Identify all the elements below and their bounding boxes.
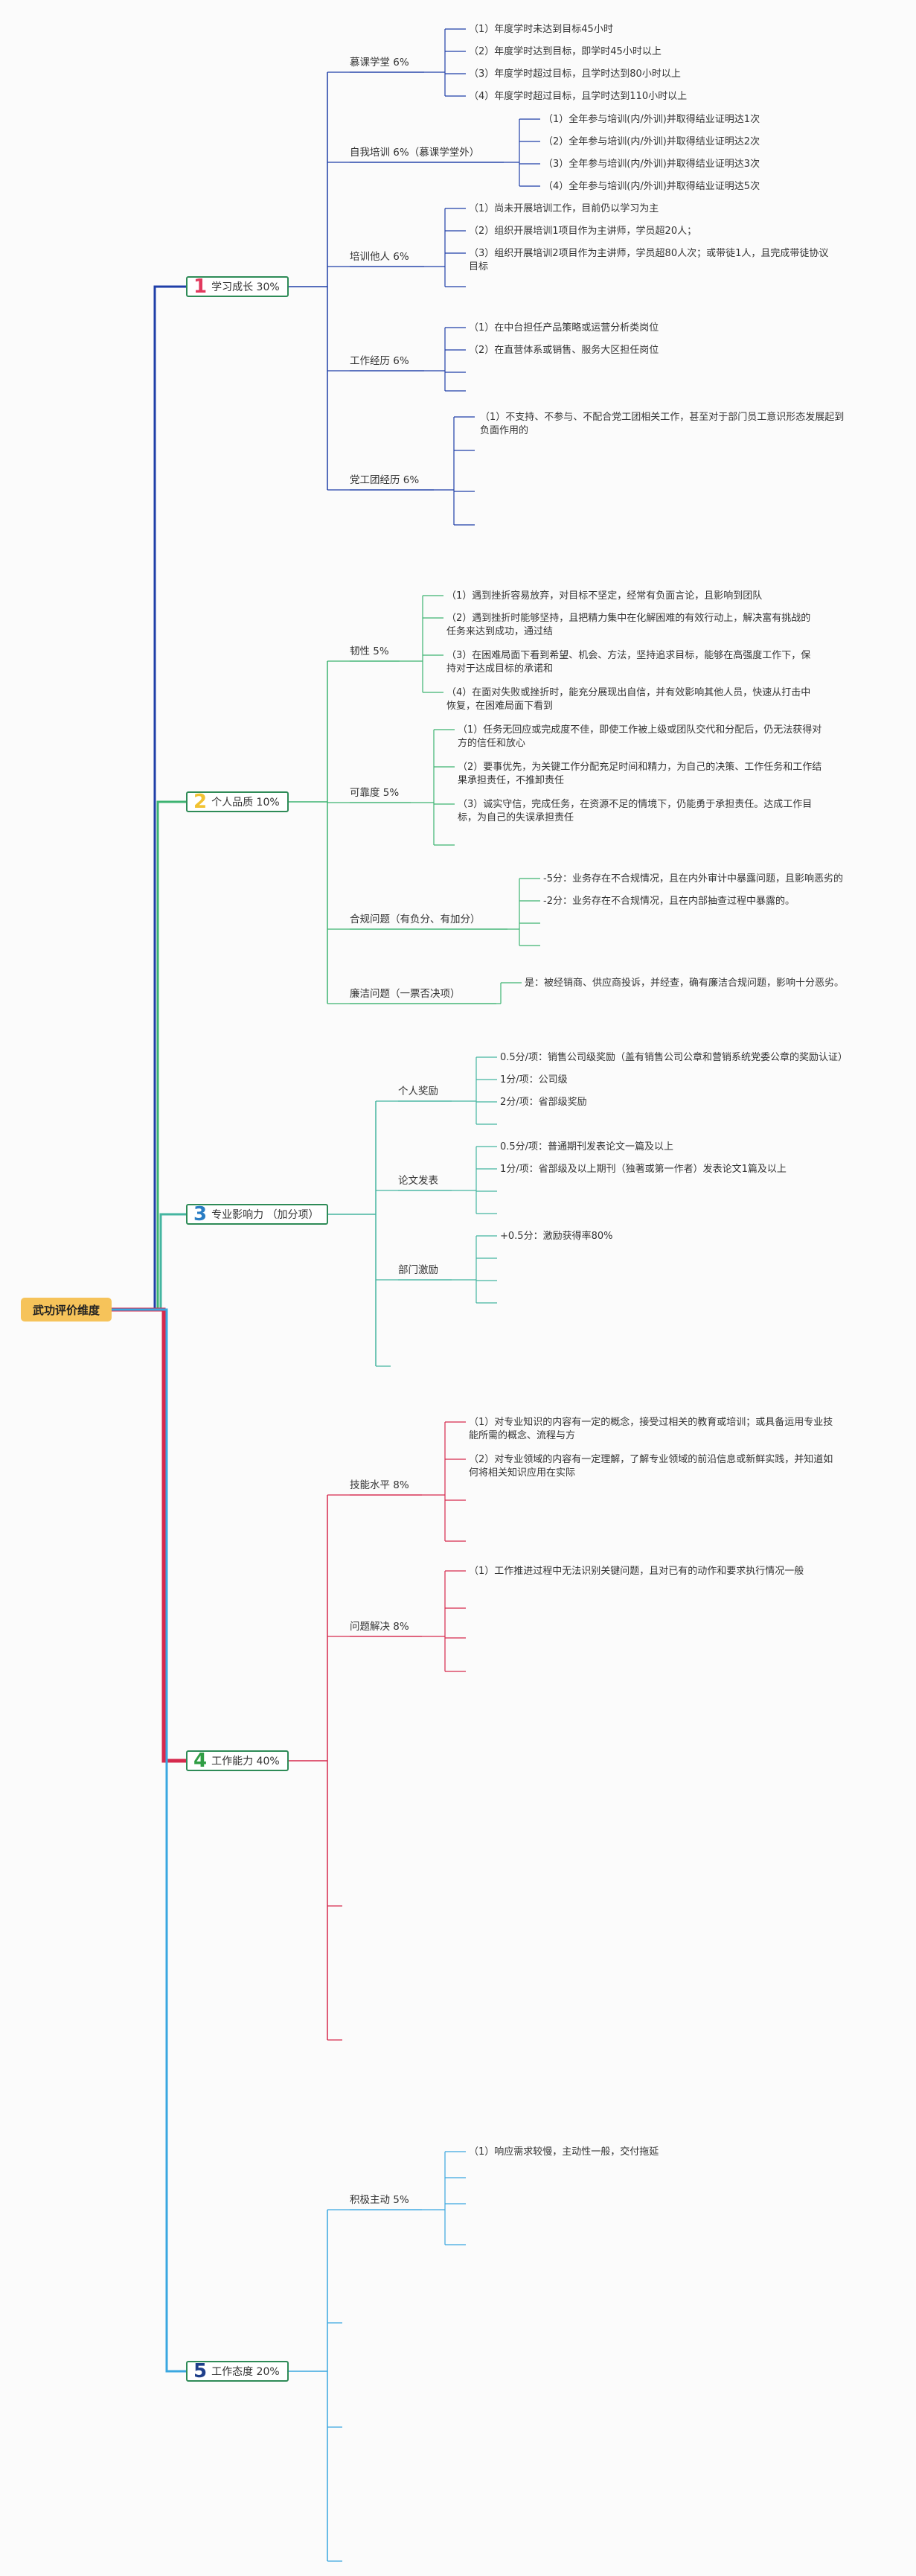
branch-work-ability[interactable]: 4 工作能力 40% [186, 1750, 289, 1771]
leaf: （1）不支持、不参与、不配合党工团相关工作，甚至对于部门员工意识形态发展起到负面… [480, 412, 845, 436]
leaf: （2）要事优先，为关键工作分配充足时间和精力，为自己的决策、工作任务和工作结果承… [458, 762, 822, 786]
leaf: 是：被经销商、供应商投诉，并经查，确有廉洁合规问题，影响十分恶劣。 [525, 978, 845, 989]
branch-number: 2 [193, 791, 208, 813]
leaf: 1分/项：公司级 [500, 1074, 568, 1085]
sub-reliability[interactable]: 可靠度 5% [350, 787, 400, 799]
leaf: （4）年度学时超过目标，且学时达到110小时以上 [469, 91, 688, 102]
leaf: （1）年度学时未达到目标45小时 [469, 24, 613, 35]
sub-party-experience[interactable]: 党工团经历 6% [350, 474, 420, 486]
branch-professional-influence[interactable]: 3 专业影响力 （加分项） [186, 1204, 328, 1225]
sub-paper-publication[interactable]: 论文发表 [398, 1175, 438, 1187]
connector [112, 800, 186, 1311]
branch-label: 学习成长 30% [211, 281, 280, 293]
sub-mooc[interactable]: 慕课学堂 6% [350, 57, 409, 68]
branch-label: 工作能力 40% [211, 1756, 280, 1767]
leaf: （1）任务无回应或完成度不佳，即使工作被上级或团队交代和分配后，仍无法获得对方的… [458, 724, 822, 749]
connector [112, 1308, 186, 2373]
branch-work-attitude[interactable]: 5 工作态度 20% [186, 2361, 289, 2382]
sub-compliance[interactable]: 合规问题（有负分、有加分） [350, 914, 481, 925]
leaf: （3）年度学时超过目标，且学时达到80小时以上 [469, 68, 681, 80]
leaf: （3）在困难局面下看到希望、机会、方法，坚持追求目标，能够在高强度工作下，保持对… [446, 650, 811, 675]
sub-proactiveness[interactable]: 积极主动 5% [350, 2194, 409, 2206]
leaf: （1）尚未开展培训工作，目前仍以学习为主 [469, 203, 659, 214]
leaf: 2分/项：省部级奖励 [500, 1097, 587, 1108]
leaf: （3）组织开展培训2项目作为主讲师，学员超80人次；或带徒1人，且完成带徒协议目… [469, 248, 829, 272]
leaf: （1）在中台担任产品策略或运营分析类岗位 [469, 322, 659, 334]
sub-department-incentive[interactable]: 部门激励 [398, 1264, 438, 1276]
sub-resilience[interactable]: 韧性 5% [350, 645, 389, 657]
leaf: （1）响应需求较慢，主动性一般，交付拖延 [469, 2146, 659, 2158]
branch-label: 专业影响力 （加分项） [211, 1209, 319, 1221]
sub-train-others[interactable]: 培训他人 6% [350, 251, 409, 263]
branch-number: 1 [193, 275, 208, 298]
connector [112, 1307, 186, 1763]
leaf: （2）遇到挫折时能够坚持，且把精力集中在化解困难的有效行动上，解决富有挑战的任务… [446, 613, 811, 637]
sub-skill-level[interactable]: 技能水平 8% [350, 1479, 409, 1491]
connector [112, 285, 186, 1311]
leaf: （2）组织开展培训1项目作为主讲师，学员超20人； [469, 226, 697, 237]
leaf: （2）全年参与培训(内/外训)并取得结业证明达2次 [543, 136, 760, 147]
leaf: （1）工作推进过程中无法识别关键问题，且对已有的动作和要求执行情况一般 [469, 1566, 804, 1577]
sub-personal-award[interactable]: 个人奖励 [398, 1085, 438, 1097]
leaf: 0.5分/项：销售公司级奖励（盖有销售公司公章和营销系统党委公章的奖励认证） [500, 1052, 848, 1063]
leaf: （4）在面对失败或挫折时，能充分展现出自信，并有效影响其他人员，快速从打击中恢复… [446, 687, 811, 712]
sub-problem-solving[interactable]: 问题解决 8% [350, 1621, 409, 1633]
branch-number: 5 [193, 2360, 208, 2382]
connector [112, 1213, 186, 1311]
leaf: 1分/项：省部级及以上期刊（独著或第一作者）发表论文1篇及以上 [500, 1164, 787, 1175]
leaf: （4）全年参与培训(内/外训)并取得结业证明达5次 [543, 181, 760, 192]
leaf: （1）对专业知识的内容有一定的概念，接受过相关的教育或培训；或具备运用专业技能所… [469, 1417, 833, 1441]
leaf: （3）全年参与培训(内/外训)并取得结业证明达3次 [543, 159, 760, 170]
sub-work-experience[interactable]: 工作经历 6% [350, 355, 409, 367]
leaf: （1）遇到挫折容易放弃，对目标不坚定，经常有负面言论，且影响到团队 [446, 590, 763, 602]
leaf: +0.5分：激励获得率80% [500, 1231, 613, 1242]
branch-personal-quality[interactable]: 2 个人品质 10% [186, 791, 289, 812]
leaf: -2分：业务存在不合规情况，且在内部抽查过程中暴露的。 [543, 896, 795, 907]
root-node[interactable]: 武功评价维度 [21, 1298, 112, 1322]
sub-integrity[interactable]: 廉洁问题（一票否决项） [350, 988, 461, 1000]
branch-label: 工作态度 20% [211, 2366, 280, 2378]
leaf: （2）年度学时达到目标，即学时45小时以上 [469, 46, 662, 57]
leaf: （2）对专业领域的内容有一定理解，了解专业领域的前沿信息或新鲜实践，并知道如何将… [469, 1454, 833, 1479]
branch-number: 4 [193, 1750, 208, 1772]
sub-self-training[interactable]: 自我培训 6%（慕课学堂外） [350, 147, 480, 159]
leaf: 0.5分/项：普通期刊发表论文一篇及以上 [500, 1141, 674, 1152]
branch-number: 3 [193, 1203, 208, 1225]
leaf: （2）在直营体系或销售、服务大区担任岗位 [469, 345, 659, 356]
branch-label: 个人品质 10% [211, 797, 280, 809]
leaf: （3）诚实守信，完成任务，在资源不足的情境下，仍能勇于承担责任。达成工作目标，为… [458, 799, 813, 823]
branch-learning-growth[interactable]: 1 学习成长 30% [186, 276, 289, 297]
leaf: （1）全年参与培训(内/外训)并取得结业证明达1次 [543, 114, 760, 125]
leaf: -5分：业务存在不合规情况，且在内外审计中暴露问题，且影响恶劣的 [543, 873, 843, 884]
